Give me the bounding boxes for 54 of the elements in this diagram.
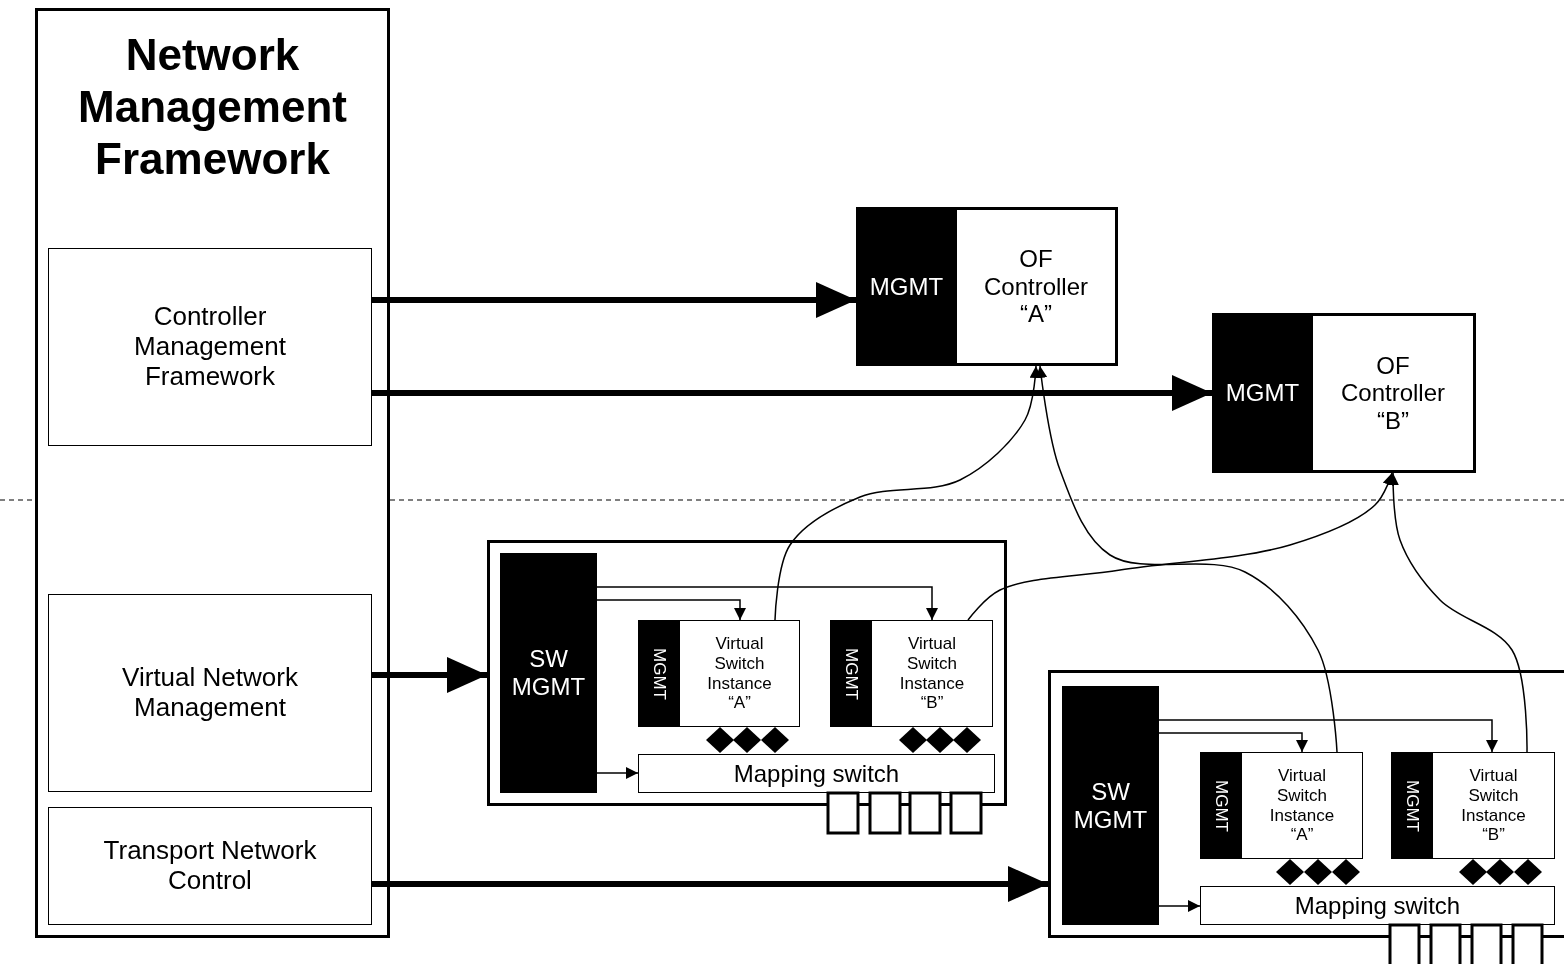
switch-instance-box xyxy=(1242,752,1363,859)
block-label: MGMT xyxy=(869,272,944,301)
framework-panel xyxy=(35,8,390,938)
connector-arrow xyxy=(596,586,938,621)
block-label: SW MGMT xyxy=(510,645,587,701)
thick-arrow xyxy=(372,657,487,693)
box-label: Virtual Switch Instance “A” xyxy=(706,634,773,713)
management-block xyxy=(1062,686,1159,925)
switch-instance-box xyxy=(1433,752,1555,859)
management-block xyxy=(1391,752,1433,859)
function-box xyxy=(48,594,372,792)
block-label: MGMT xyxy=(1211,779,1231,832)
box-label: Controller Management Framework xyxy=(133,302,287,392)
switch-chassis xyxy=(487,540,1007,806)
management-block xyxy=(500,553,597,793)
switch-instance-box xyxy=(680,620,800,727)
connector-arrow xyxy=(1158,719,1498,753)
connector-arrow xyxy=(1386,472,1528,753)
connector-arrow xyxy=(1158,732,1308,753)
box-label: OF Controller “B” xyxy=(1339,351,1446,435)
block-label: SW MGMT xyxy=(1072,777,1149,834)
box-label: Virtual Switch Instance “B” xyxy=(898,634,966,713)
function-box xyxy=(48,807,372,925)
thick-arrow xyxy=(372,282,856,318)
box-label: Virtual Switch Instance “B” xyxy=(1460,766,1527,845)
block-label: MGMT xyxy=(1402,779,1422,832)
block-label: MGMT xyxy=(1225,379,1300,407)
connector-arrow xyxy=(1035,365,1338,753)
management-block xyxy=(1212,313,1313,473)
block-label: MGMT xyxy=(649,647,669,700)
box-label: Virtual Switch Instance “A” xyxy=(1268,766,1336,845)
function-box xyxy=(48,248,372,446)
controller-box xyxy=(957,207,1118,366)
block-label: MGMT xyxy=(841,647,861,700)
connector-arrow xyxy=(967,472,1395,621)
box-label: Mapping switch xyxy=(733,759,900,788)
box-label: OF Controller “A” xyxy=(982,245,1089,328)
box-label: Transport Network Control xyxy=(102,836,318,896)
connector-arrow xyxy=(1158,900,1201,912)
connector-arrow xyxy=(596,599,746,621)
box-label: Mapping switch xyxy=(1294,891,1461,920)
management-block xyxy=(1200,752,1242,859)
mapping-switch-bar xyxy=(638,754,995,793)
panel-title: Network Management Framework xyxy=(77,29,348,185)
management-block xyxy=(856,207,957,366)
management-block xyxy=(638,620,680,727)
box-label: Virtual Network Management xyxy=(121,663,299,723)
connector-arrow xyxy=(596,767,639,779)
switch-chassis xyxy=(1048,670,1564,938)
switch-instance-box xyxy=(872,620,993,727)
controller-box xyxy=(1313,313,1476,473)
thick-arrow xyxy=(372,375,1212,411)
thick-arrow xyxy=(372,866,1048,902)
management-block xyxy=(830,620,872,727)
